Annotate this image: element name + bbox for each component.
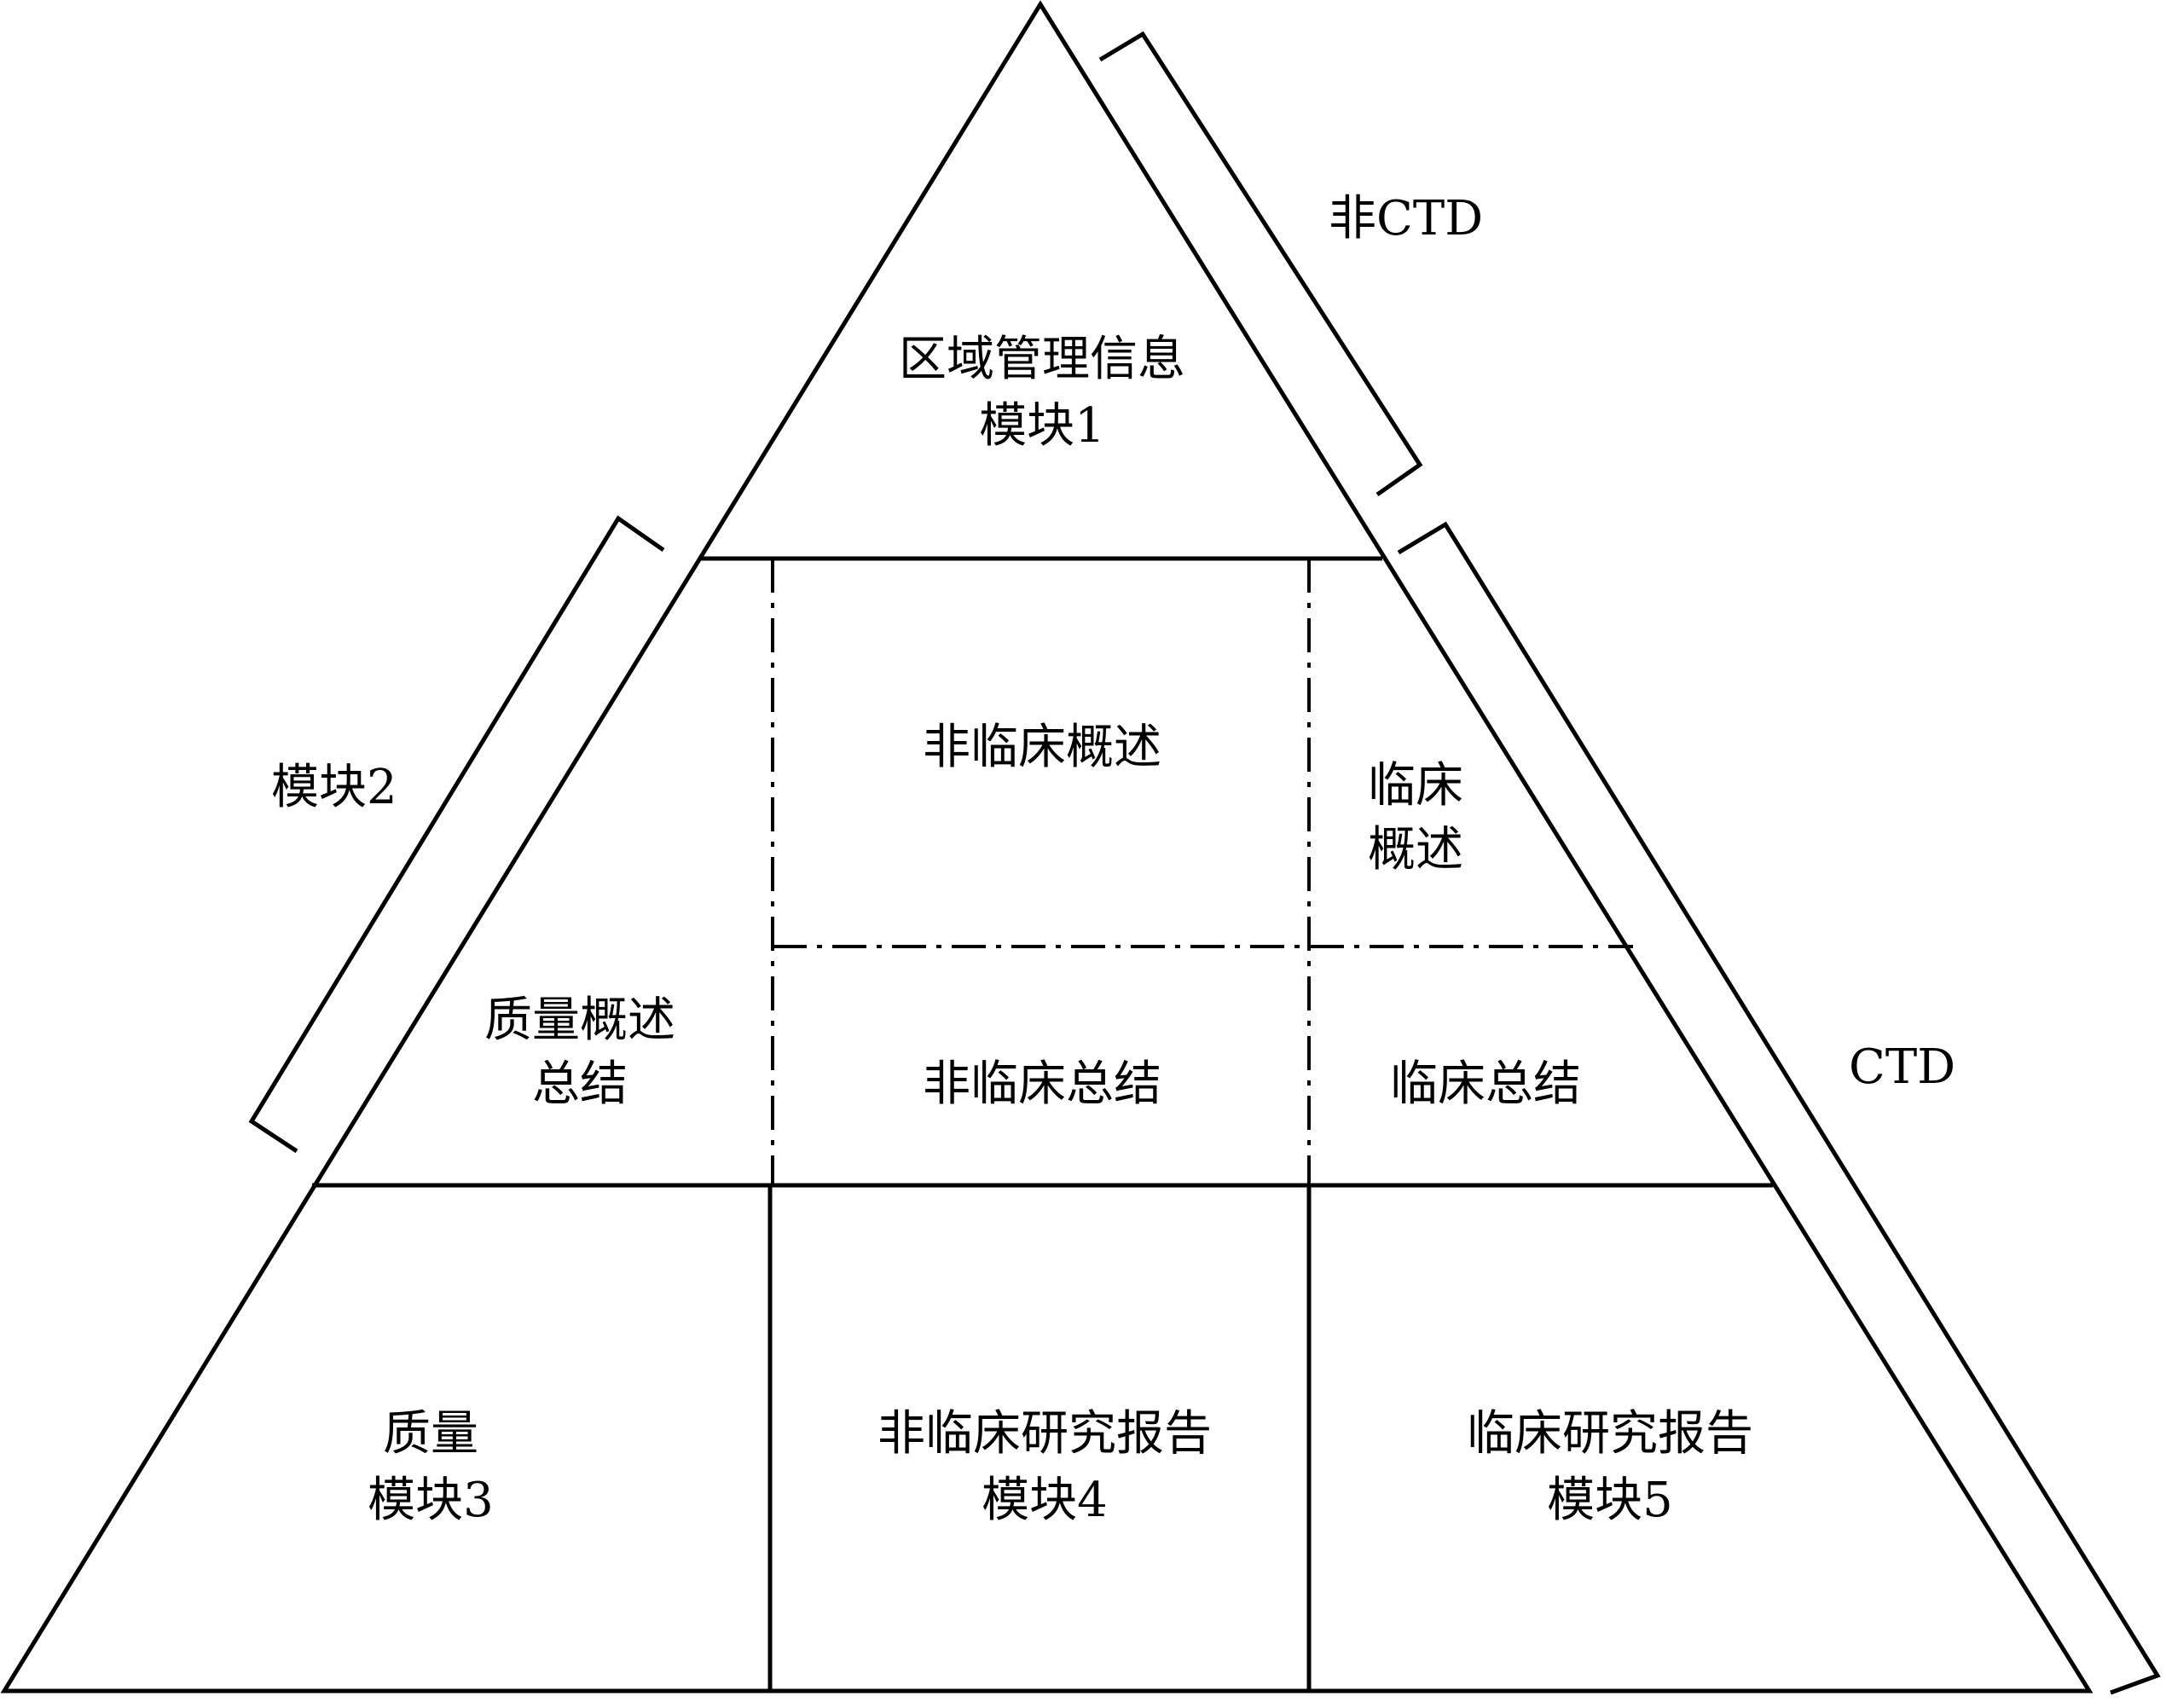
label-nonclinical-overview: 非临床概述: [923, 720, 1161, 775]
label-clinical-overview-line1: 临床: [1368, 758, 1463, 813]
label-module2: 模块2: [271, 760, 397, 815]
label-quality-overall-line1: 质量概述: [484, 993, 675, 1048]
label-quality: 质量: [383, 1406, 478, 1462]
label-ctd: CTD: [1849, 1039, 1955, 1095]
label-non-ctd: 非CTD: [1329, 191, 1483, 246]
label-module4: 模块4: [982, 1473, 1108, 1528]
label-quality-overall-line2: 总结: [532, 1057, 628, 1112]
label-clinical-overview-line2: 概述: [1368, 822, 1463, 877]
label-module5: 模块5: [1547, 1473, 1673, 1528]
label-nonclinical-summary: 非临床总结: [923, 1057, 1161, 1112]
bracket-ctd: [1397, 521, 2161, 1695]
label-module1-number: 模块1: [979, 398, 1105, 454]
bracket-module2: [248, 515, 665, 1154]
label-clinical-summary: 临床总结: [1390, 1057, 1581, 1112]
label-module1-title: 区域管理信息: [899, 332, 1185, 387]
bracket-non-ctd: [1098, 31, 1423, 497]
label-clinical-reports: 临床研究报告: [1467, 1406, 1753, 1462]
label-module3: 模块3: [368, 1473, 494, 1528]
label-nonclinical-reports: 非临床研究报告: [877, 1406, 1212, 1462]
pyramid-outline: [0, 0, 2094, 1694]
